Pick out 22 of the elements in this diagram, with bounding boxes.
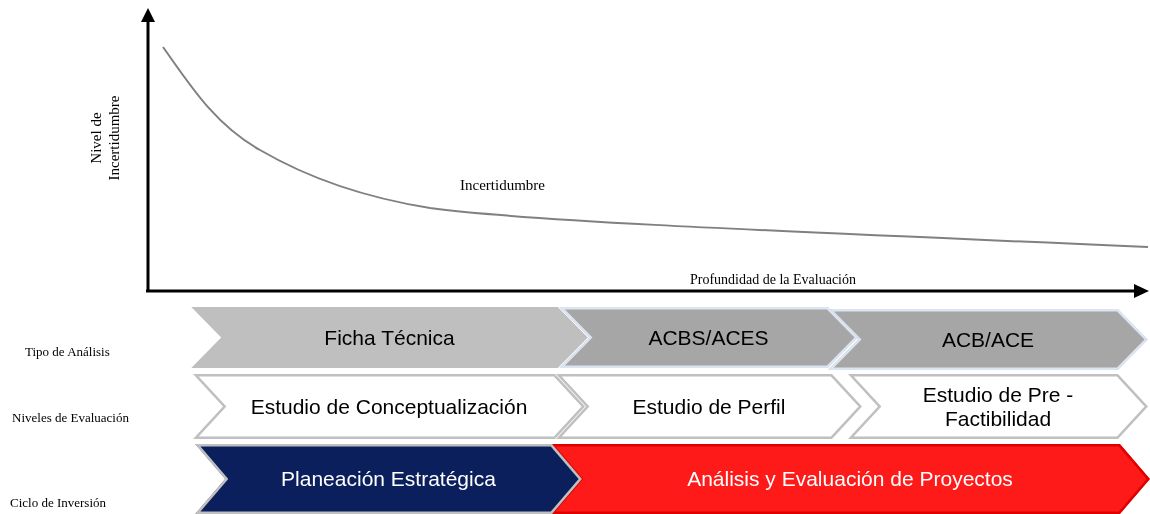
axis-label: Nivel de Incertidumbre	[87, 94, 123, 183]
chevron-label: Estudio de Perfil	[632, 394, 786, 419]
chevron-label: Estudio de Pre - Factibilidad	[921, 383, 1075, 430]
chevron-shape	[550, 444, 1150, 514]
chevron-shape	[556, 374, 862, 439]
curve-label: Incertidumbre	[460, 176, 545, 194]
chevron-label: ACB/ACE	[941, 327, 1035, 352]
row-label: Niveles de Evaluación	[12, 410, 129, 426]
chevron-label: Análisis y Evaluación de Proyectos	[687, 467, 1013, 491]
row-label: Ciclo de Inversión	[10, 495, 107, 511]
chevron-label: Ficha Técnica	[324, 325, 455, 350]
chevron-label: ACBS/ACES	[648, 325, 769, 350]
chevron-shape	[828, 309, 1148, 370]
chevron-shape	[193, 374, 585, 439]
chevron-label: Estudio de Conceptualización	[250, 394, 528, 419]
chevron-shape	[195, 444, 582, 514]
row-label: Tipo de Análisis	[25, 344, 110, 360]
chevron-shape	[191, 307, 588, 368]
chevron-shape	[559, 307, 858, 368]
chevron-label: Planeación Estratégica	[281, 467, 496, 491]
chevron-shape	[848, 374, 1148, 439]
axis-label: Profundidad de la Evaluación	[690, 272, 856, 289]
